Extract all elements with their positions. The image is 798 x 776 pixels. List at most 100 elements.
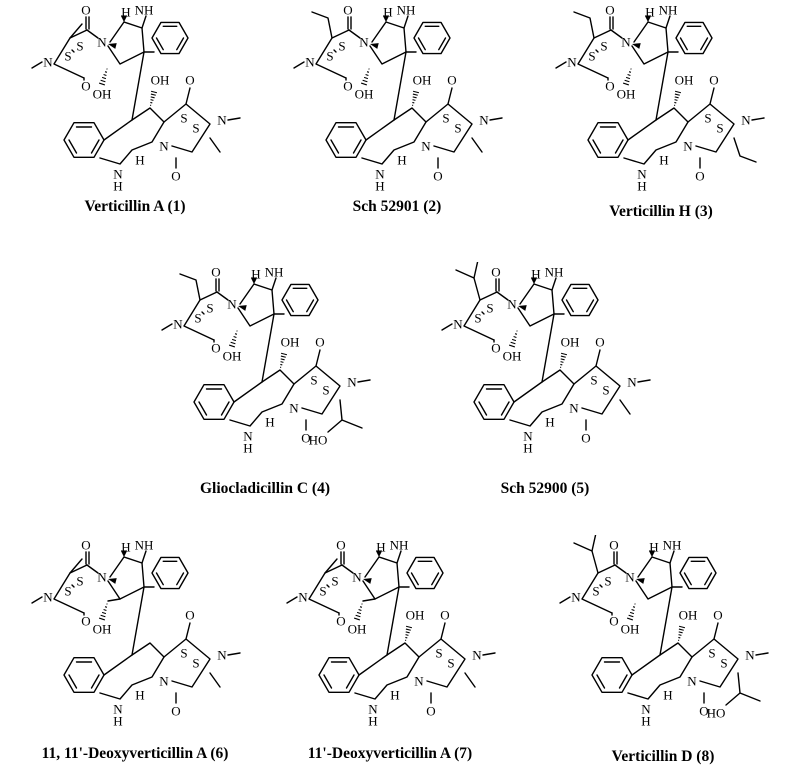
c3-c3-bond [261,313,275,383]
hash-line [560,358,565,361]
hash-line [101,611,107,615]
double-bond [565,299,574,313]
carbonyl-bond [447,87,453,105]
double-bond [90,674,100,689]
nitrogen-label: N [173,317,183,332]
oxygen-label: O [185,608,194,623]
hash-line [355,614,361,618]
oxygen-label: O [605,3,614,18]
nitrogen-label: N [289,401,299,416]
hydroxyl-hashed [228,330,238,348]
bond [86,29,99,39]
benzene-ring [413,21,451,55]
nitrogen-label: N [641,702,651,717]
methyl-group [471,137,483,153]
hydroxyl-label: OH [413,73,432,88]
nitrogen-label: N [368,702,378,717]
hash-line [510,341,516,345]
double-bond [306,299,315,313]
hash-line [98,82,106,86]
sulfur-label: S [76,574,83,589]
hash-line [363,76,369,80]
nitrogen-label: N [687,674,697,689]
nitrogen-label: N [298,590,308,605]
dkp-ring [315,29,350,79]
hash-line [678,634,682,636]
dkp-ring [53,29,88,79]
sulfur-label: S [64,49,71,64]
nitrogen-label: N [741,113,751,128]
wedge-bond [363,578,372,584]
oxygen-label: O [440,608,449,623]
hydroxyl-label: OH [348,622,367,637]
hash-line [150,99,154,101]
disulfide-bond [326,584,330,588]
carbonyl-bond [595,349,601,367]
nitrogen-label: N [625,570,635,585]
bond [614,564,627,574]
hash-line [366,71,370,73]
hydrogen-label: H [645,5,654,20]
structure-8: OSSNNOOHHNHOHNHHOHNOSSNOHO [559,535,769,729]
hydrogen-label: H [523,441,532,456]
double-bond [438,37,447,51]
nitrogen-label: N [352,570,362,585]
oxygen-label: O [81,538,90,553]
methylene [107,598,121,602]
benzene-ring [325,121,367,159]
ethyl-group [573,11,595,39]
sulfur-label: S [326,49,333,64]
hash-line [280,358,285,361]
hydroxyl-label: OH [621,622,640,637]
pyrrolidine-ring [631,21,669,65]
hash-line [674,96,679,99]
hydrogen-label: H [663,688,672,703]
nitrogen-label: N [567,55,577,70]
dkp-ring [577,29,612,79]
nh-label: NH [135,3,154,18]
benzene-ring [406,556,444,590]
nitrogen-label: N [571,590,581,605]
hydroxyethyl-group [725,692,741,706]
dkp-ring [163,638,211,688]
double-bond [431,572,440,586]
hash-line [150,93,156,96]
bond [271,277,277,291]
nh-label: NH [390,538,409,553]
hash-line [100,614,106,618]
hash-line [625,76,631,80]
hydrogen-label: H [265,415,274,430]
sulfur-label: S [192,656,199,671]
double-bond [323,674,333,689]
carbonyl-bond [713,622,719,640]
benzene-ring [63,121,105,159]
double-bond [614,139,624,154]
compound-caption: 11, 11'-Deoxyverticillin A (6) [41,745,229,762]
compound-panel-5: OSSNNOOHHNHOHNHHOHNOSSNO Sch 52900 (5) [410,262,680,502]
pyrrolidine-ring [99,642,165,700]
hydrogen-label: H [659,153,668,168]
c3-c3-bond [655,51,669,121]
benzene-ring [151,21,189,55]
nitrogen-label: N [97,35,107,50]
hydroxyl-label: OH [675,73,694,88]
nitrogen-label: N [43,55,53,70]
hash-line [103,609,107,611]
sulfur-label: S [604,574,611,589]
pyrrolidine-ring [362,556,400,600]
dkp-ring [308,564,343,614]
hash-line [233,336,237,338]
disulfide-bond [599,584,603,588]
hydroxyl-hashed [150,90,158,106]
hydroxyl-hashed [508,330,518,348]
hash-line [150,96,155,99]
disulfide-bond [71,584,75,588]
n-methyl [441,323,453,331]
sulfur-label: S [486,301,493,316]
benzene-ring [591,656,633,694]
wedge-bond [108,578,117,584]
